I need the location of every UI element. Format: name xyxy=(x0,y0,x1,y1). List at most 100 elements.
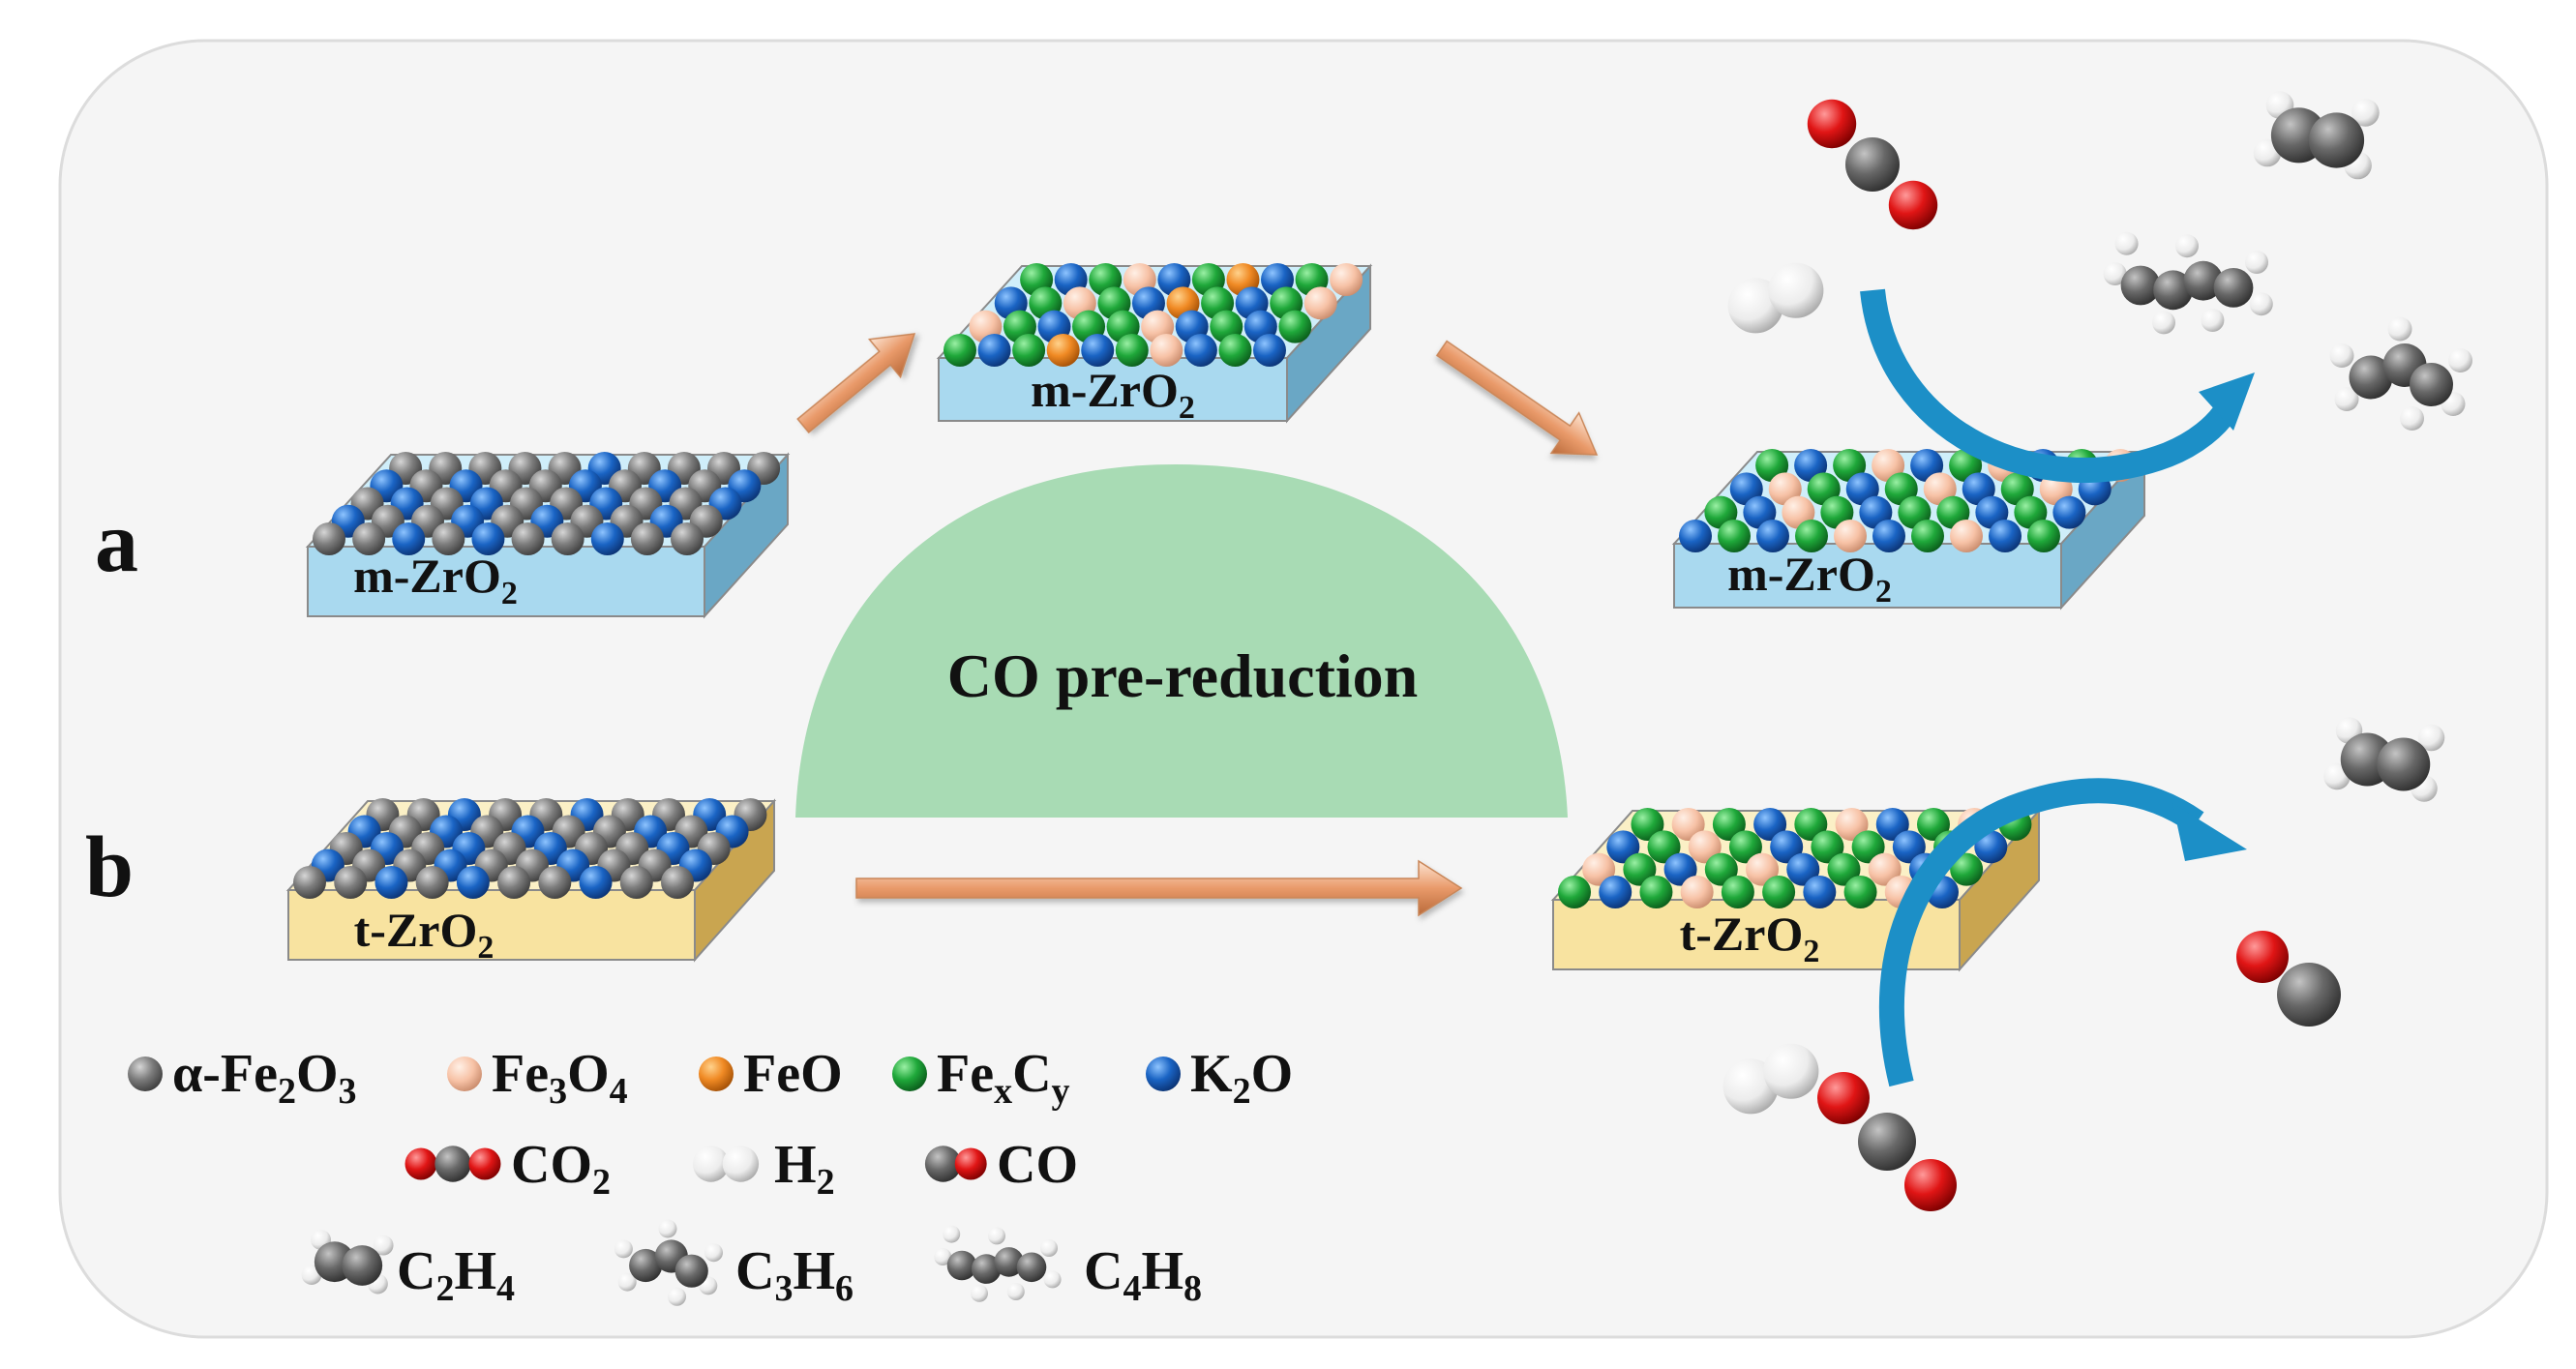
t-zro2-slab-initial xyxy=(285,798,777,963)
h2-molecule-b xyxy=(1722,1043,1819,1115)
k2o-sphere xyxy=(579,866,613,899)
k2o-sphere xyxy=(1183,334,1217,367)
t-zro2-label-1: t-ZrO2 xyxy=(354,903,494,966)
hydrogen-atom xyxy=(373,1235,394,1256)
carbon-atom xyxy=(2120,265,2161,306)
alpha-fe2o3-sphere xyxy=(334,866,368,899)
hydrogen-atom xyxy=(692,1146,730,1182)
carbon-atom xyxy=(674,1254,708,1288)
co-pre-reduction-label: CO pre-reduction xyxy=(947,641,1419,710)
carbon-atom xyxy=(2377,737,2431,791)
legend-c3h6-icon xyxy=(614,1219,723,1306)
oxygen-atom xyxy=(1904,1159,1957,1211)
reaction-arrow-a xyxy=(1860,288,2255,483)
c2h4-molecule-b xyxy=(2323,717,2445,802)
carbon-atom xyxy=(924,1146,962,1182)
k2o-sphere xyxy=(1606,830,1640,864)
fexcy-sphere xyxy=(1843,876,1877,908)
carbon-atom xyxy=(2183,260,2224,301)
hydrogen-atom xyxy=(617,1272,637,1292)
fexcy-sphere xyxy=(2027,520,2060,552)
arrow-to-final-a xyxy=(1435,340,1599,456)
legend-co2-icon xyxy=(404,1146,501,1182)
fexcy-sphere xyxy=(1623,852,1657,886)
alpha-fe2o3-sphere xyxy=(538,866,572,899)
carbon-atom xyxy=(434,1146,471,1182)
carbon-atom xyxy=(994,1247,1024,1277)
alpha-fe2o3-sphere xyxy=(432,522,465,555)
reaction-arrow-b xyxy=(1878,778,2247,1087)
oxygen-atom xyxy=(404,1147,437,1180)
hydrogen-atom xyxy=(2175,234,2199,258)
carbon-atom xyxy=(1016,1252,1047,1283)
co2-icon xyxy=(404,1146,501,1182)
hydrogen-atom xyxy=(668,1287,686,1306)
legend-label-h2: H2 xyxy=(774,1135,835,1203)
alpha-fe2o3-sphere xyxy=(619,866,653,899)
fexcy-sphere xyxy=(1115,334,1149,367)
m-zro2-label-1: m-ZrO2 xyxy=(353,549,518,611)
hydrogen-atom xyxy=(2114,231,2139,255)
alpha-fe2o3-sphere xyxy=(671,522,704,555)
alpha-fe2o3-sphere xyxy=(313,522,345,555)
t-zro2-label-2: t-ZrO2 xyxy=(1680,907,1820,969)
fe3o4-sphere xyxy=(1834,520,1867,552)
co2-molecule-b xyxy=(1817,1072,1957,1211)
k2o-sphere xyxy=(1081,334,1115,367)
fexcy-sphere xyxy=(944,334,976,367)
h2-icon xyxy=(692,1146,760,1182)
carbon-atom xyxy=(1858,1113,1916,1171)
fe3o4-sphere xyxy=(1688,830,1722,864)
legend-label-c4h8: C4H8 xyxy=(1084,1241,1202,1309)
arrow-to-reduced xyxy=(796,333,916,433)
hydrogen-atom xyxy=(658,1219,677,1238)
legend-label-c2h4: C2H4 xyxy=(397,1241,515,1309)
oxygen-atom xyxy=(1817,1072,1870,1124)
oxygen-atom xyxy=(1888,180,1938,230)
hydrogen-atom xyxy=(934,1248,952,1265)
c4h8-molecule-a xyxy=(2103,231,2273,335)
c3h6-icon xyxy=(614,1219,723,1306)
hydrogen-atom xyxy=(2334,387,2359,411)
t-zro2-slab-final xyxy=(1550,808,2042,972)
oxygen-atom xyxy=(2236,931,2289,983)
fexcy-sphere xyxy=(1558,876,1591,908)
fexcy-sphere xyxy=(1721,876,1754,908)
panel-a-label: a xyxy=(95,494,138,590)
legend-c2h4-icon xyxy=(301,1229,394,1295)
k2o-sphere xyxy=(1989,520,2022,552)
c2h4-molecule-a xyxy=(2253,91,2380,180)
k2o-sphere xyxy=(1753,808,1787,841)
oxygen-atom xyxy=(954,1147,987,1180)
alpha-fe2o3-sphere xyxy=(511,522,545,555)
carbon-atom xyxy=(2277,963,2341,1027)
k2o-sphere xyxy=(1679,520,1712,552)
hydrogen-atom xyxy=(2448,348,2472,372)
alpha-fe2o3-sphere xyxy=(661,866,694,899)
legend-swatch-fexcy xyxy=(892,1057,927,1091)
k2o-sphere xyxy=(1803,876,1837,908)
fexcy-sphere xyxy=(1911,520,1944,552)
c4h8-icon xyxy=(934,1225,1062,1302)
fe3o4-sphere xyxy=(1330,263,1363,296)
k2o-sphere xyxy=(2052,495,2086,529)
m-zro2-slab-initial xyxy=(305,452,791,619)
k2o-sphere xyxy=(374,866,408,899)
legend-swatch-fe3o4 xyxy=(447,1057,482,1091)
fexcy-sphere xyxy=(1631,808,1664,841)
k2o-sphere xyxy=(471,522,505,555)
arrow-to-final-b xyxy=(855,859,1463,917)
hydrogen-atom xyxy=(1006,1283,1025,1300)
k2o-sphere xyxy=(456,866,490,899)
k2o-sphere xyxy=(1770,830,1804,864)
co-icon xyxy=(924,1146,987,1182)
hydrogen-atom xyxy=(1763,1043,1819,1099)
fexcy-sphere xyxy=(1728,830,1762,864)
fexcy-sphere xyxy=(1647,830,1681,864)
legend-label-fexcy: FexCy xyxy=(937,1044,1070,1112)
m-zro2-label-3: m-ZrO2 xyxy=(1727,547,1892,610)
hydrogen-atom xyxy=(2201,309,2225,332)
legend-swatch-alpha-fe2o3 xyxy=(128,1057,163,1091)
alpha-fe2o3-sphere xyxy=(551,522,584,555)
